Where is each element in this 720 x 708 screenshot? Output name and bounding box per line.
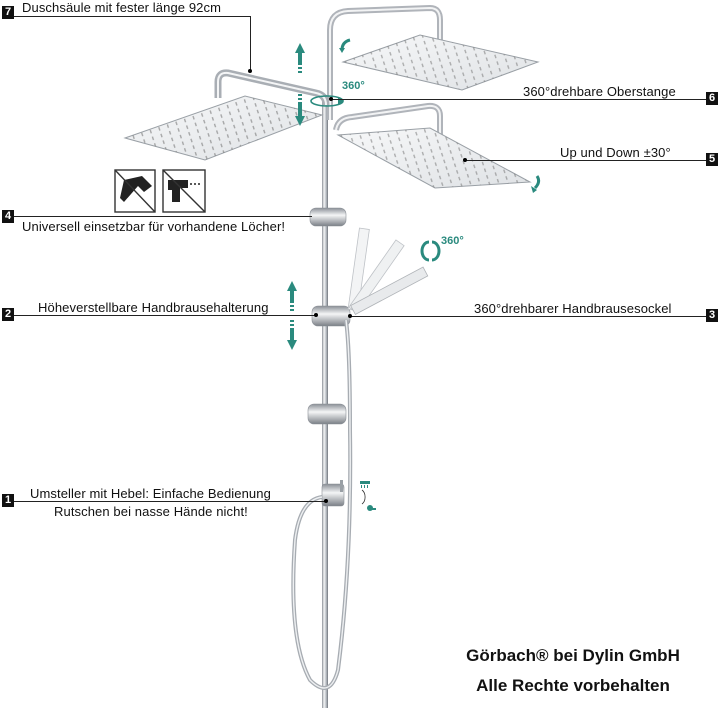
callout-7-leader-drop <box>250 16 251 71</box>
callout-1-anchor <box>324 499 328 503</box>
callout-6-leader <box>331 99 706 100</box>
callout-7-leader <box>14 16 250 17</box>
rotation-label-hand-shower: 360° <box>441 235 464 247</box>
callout-6-anchor <box>329 97 333 101</box>
callout-5-badge: 5 <box>706 153 718 166</box>
callout-1-label-2: Rutschen bei nasse Hände nicht! <box>54 504 248 519</box>
callout-5-leader <box>465 160 706 161</box>
callout-7-anchor <box>248 69 252 73</box>
callout-3-badge: 3 <box>706 309 718 322</box>
callout-2-anchor <box>314 313 318 317</box>
callout-6-label: 360°drehbare Oberstange <box>523 84 676 99</box>
callout-4-badge: 4 <box>2 210 14 223</box>
callout-4-leader <box>14 216 312 217</box>
callout-6-badge: 6 <box>706 92 718 105</box>
footer-rights: Alle Rechte vorbehalten <box>476 676 670 695</box>
callout-4-label: Universell einsetzbar für vorhandene Löc… <box>22 219 286 234</box>
callout-7-label: Duschsäule mit fester länge 92cm <box>22 0 222 15</box>
callout-1-label: Umsteller mit Hebel: Einfache Bedienung <box>30 486 271 501</box>
callout-7-badge: 7 <box>2 6 14 19</box>
callout-3-anchor <box>348 314 352 318</box>
callout-2-badge: 2 <box>2 308 14 321</box>
footer-brand: Görbach® bei Dylin GmbH <box>466 646 680 665</box>
callout-3-leader <box>350 316 706 317</box>
callout-1-badge: 1 <box>2 494 14 507</box>
adjust-arrows <box>287 43 305 350</box>
callout-1-leader <box>14 501 326 502</box>
rotation-label-arm: 360° <box>342 80 365 92</box>
upper-holder <box>309 207 347 227</box>
main-column <box>322 95 328 708</box>
callout-2-leader <box>14 315 316 316</box>
spray-mode-icons <box>360 481 376 511</box>
lower-holder <box>307 403 347 425</box>
callout-2-label: Höheverstellbare Handbrausehalterung <box>38 300 269 315</box>
callout-5-anchor <box>463 158 467 162</box>
callout-3-label: 360°drehbarer Handbrausesockel <box>474 301 672 316</box>
no-drilling-icons <box>114 169 206 213</box>
rotate-icon <box>431 240 441 262</box>
callout-5-label: Up und Down ±30° <box>560 145 671 160</box>
